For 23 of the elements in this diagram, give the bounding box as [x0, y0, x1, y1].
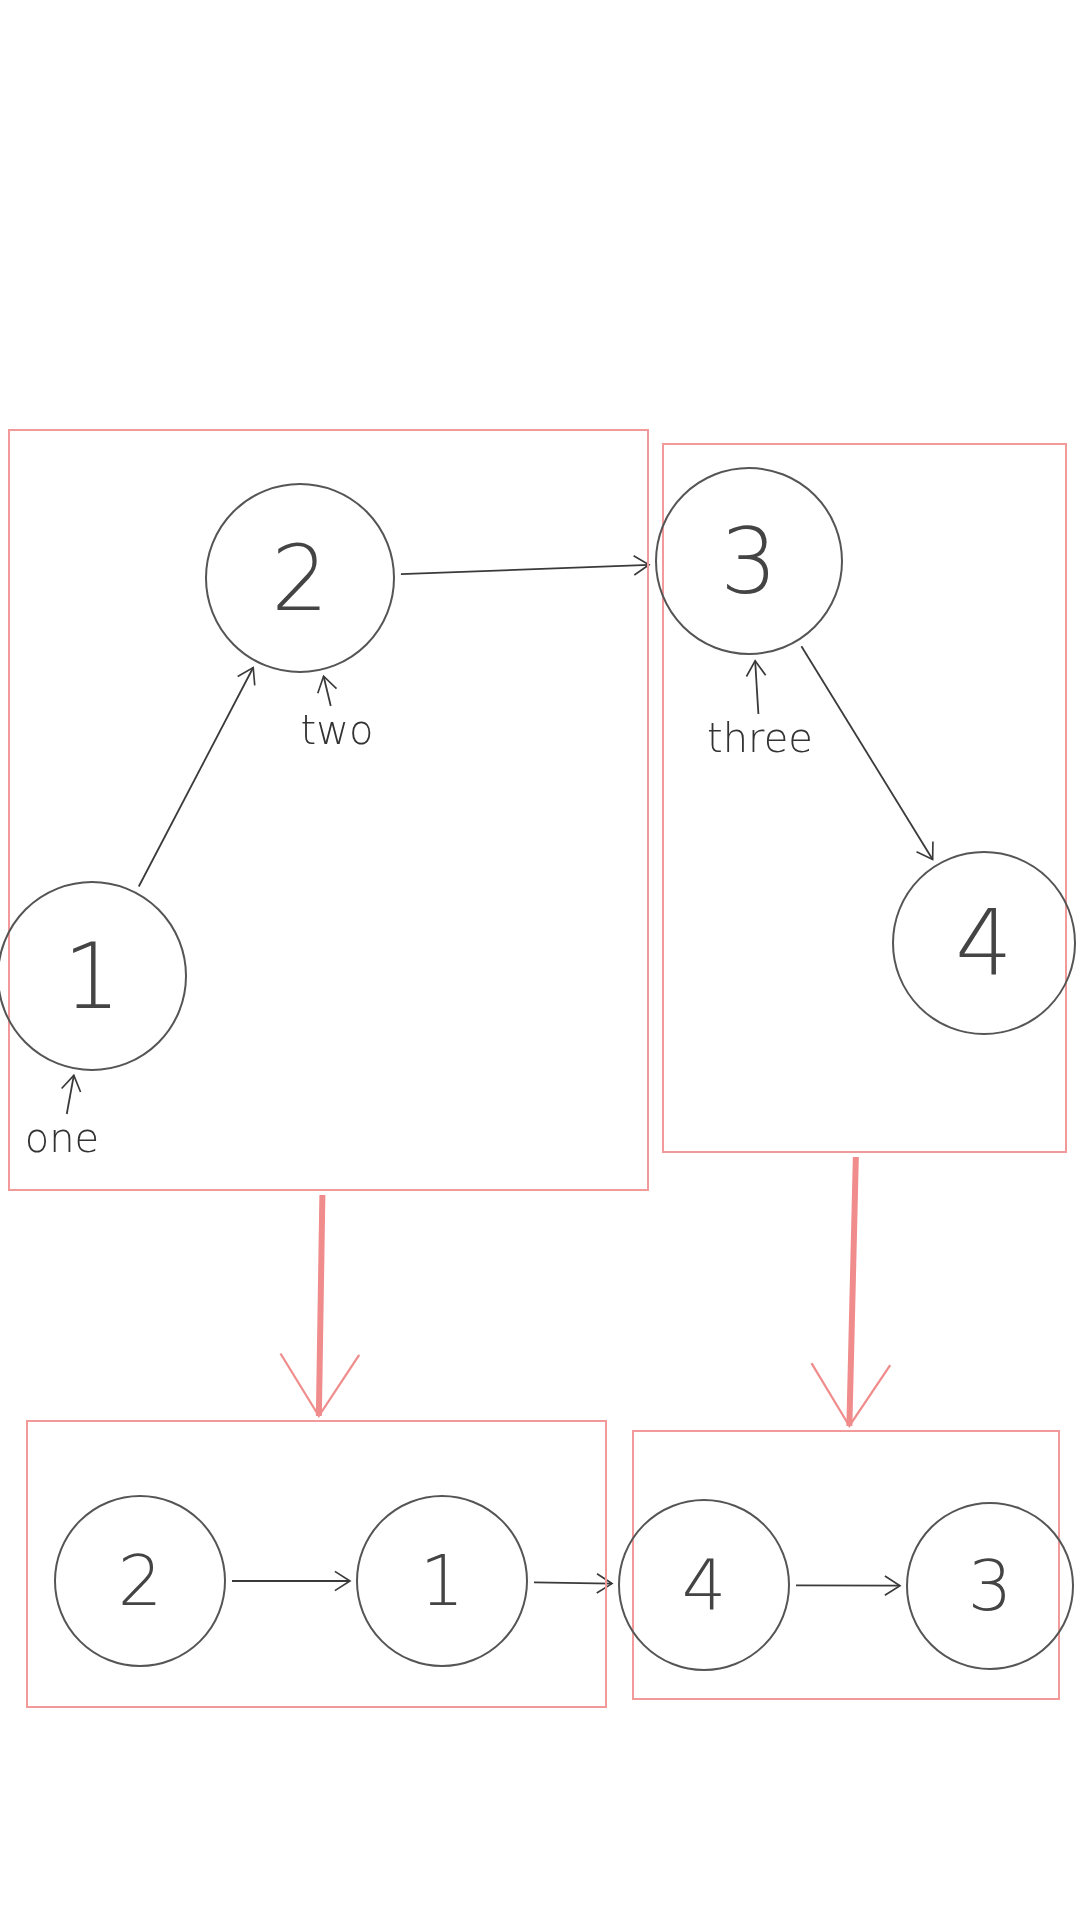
- circle-caption: three: [680, 718, 840, 762]
- arrow: [137, 666, 256, 888]
- numbered-circle: 1: [356, 1495, 528, 1667]
- arrow: [400, 554, 650, 576]
- arrow: [745, 659, 767, 715]
- arrow: [60, 1074, 82, 1115]
- numbered-circle: 3: [655, 467, 843, 655]
- arrow: [533, 1572, 613, 1594]
- numbered-circle: 2: [205, 483, 395, 673]
- numbered-circle: 3: [906, 1502, 1074, 1670]
- numbered-circle: 1: [0, 881, 187, 1071]
- double-arrow: [810, 1156, 892, 1428]
- arrow: [795, 1575, 901, 1597]
- numbered-circle: 2: [54, 1495, 226, 1667]
- arrow: [231, 1570, 351, 1592]
- numbered-circle: 4: [892, 851, 1076, 1035]
- circle-caption: one: [12, 1118, 112, 1162]
- group-frame: [26, 1420, 607, 1708]
- arrow: [800, 645, 934, 861]
- circle-caption: two: [282, 710, 392, 754]
- arrow: [316, 675, 338, 707]
- numbered-circle: 4: [618, 1499, 790, 1671]
- double-arrow: [279, 1194, 361, 1418]
